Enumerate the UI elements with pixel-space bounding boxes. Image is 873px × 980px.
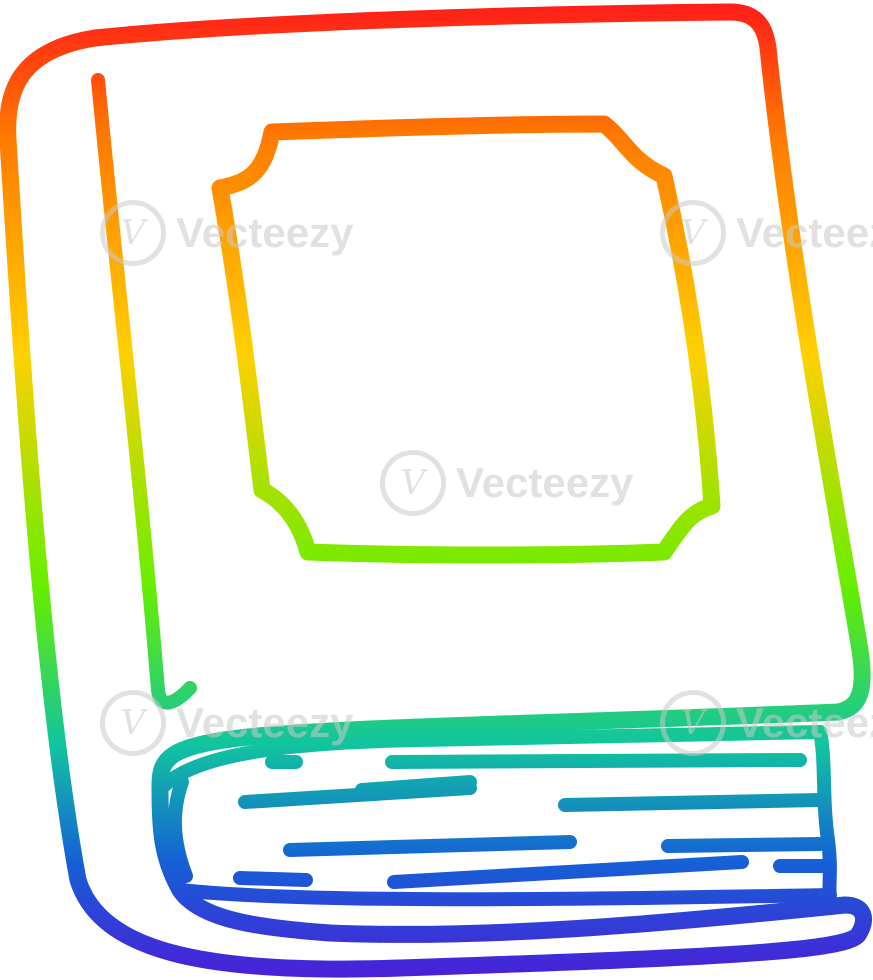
page-line xyxy=(238,781,477,809)
pages-block-bottom xyxy=(173,883,837,907)
page-line xyxy=(558,793,827,812)
page-line xyxy=(233,871,313,887)
pages-block-right-edge xyxy=(813,725,837,912)
page-line xyxy=(283,835,577,857)
page-line xyxy=(661,837,827,853)
book-cover-outline xyxy=(0,3,873,978)
book-spine-line xyxy=(91,73,197,710)
page-line xyxy=(387,855,749,889)
cover-label-frame xyxy=(211,115,721,564)
page-line xyxy=(385,753,807,769)
pages-block-left-curve xyxy=(168,775,193,883)
